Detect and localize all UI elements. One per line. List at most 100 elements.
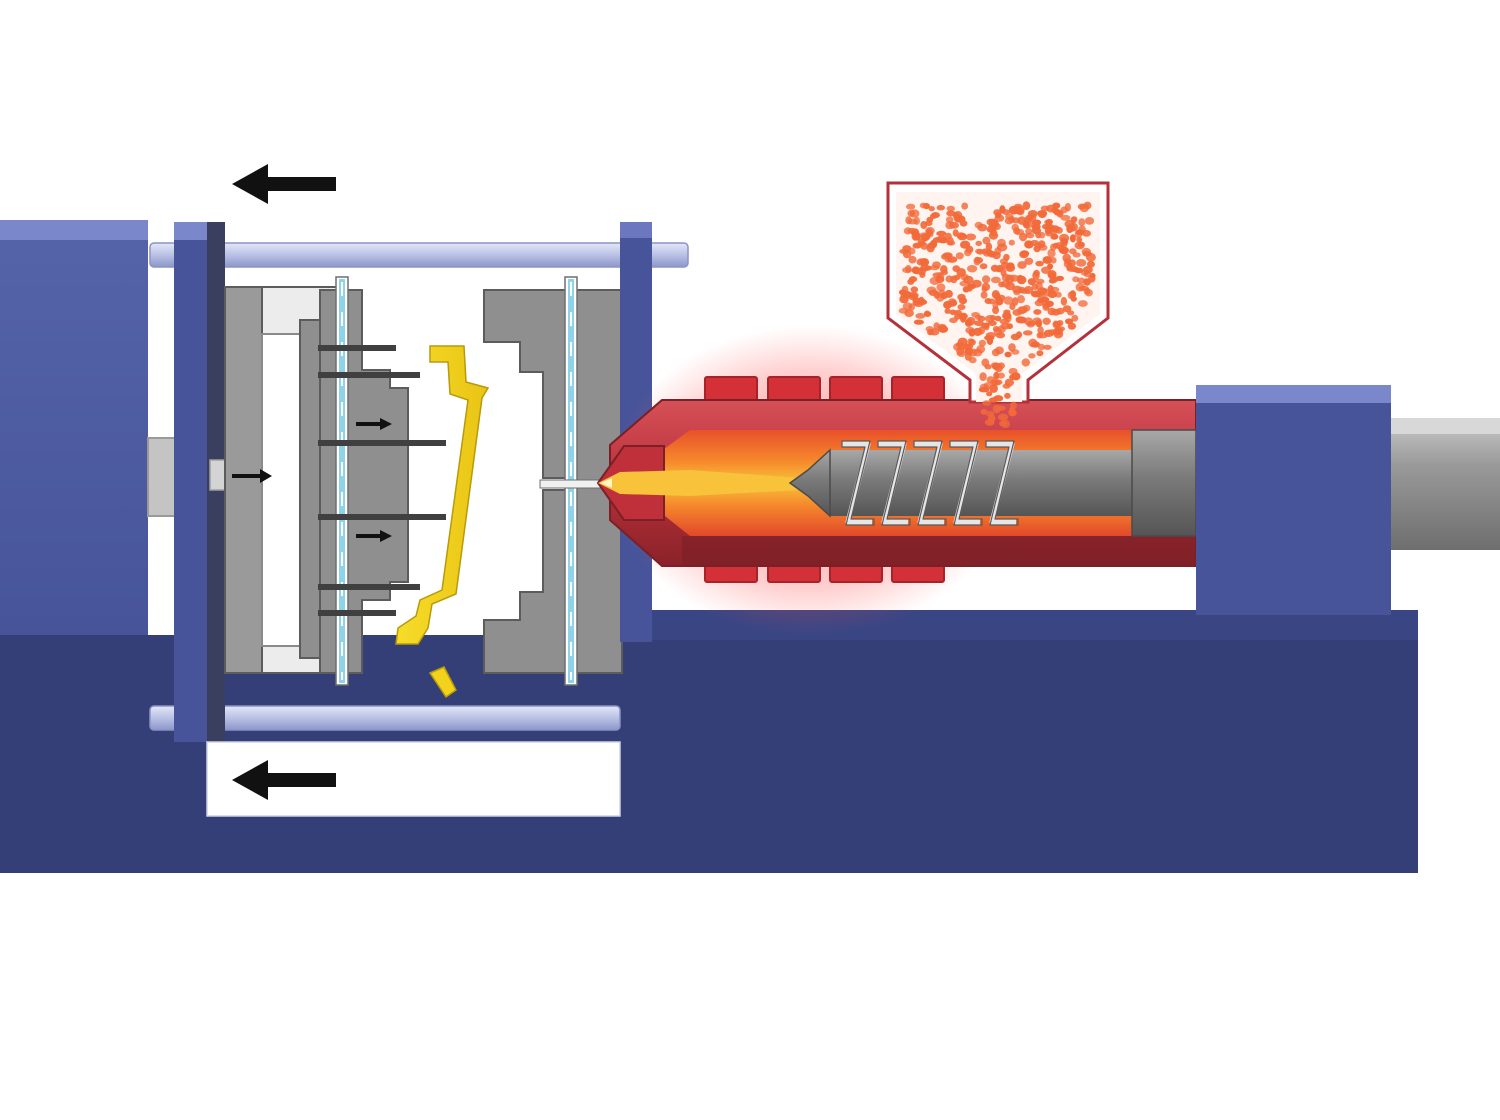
molded-part (395, 345, 490, 699)
pellet (949, 221, 959, 229)
pellet (988, 298, 996, 305)
pellet (1037, 326, 1044, 335)
pellet (977, 223, 988, 232)
pellet (1001, 420, 1010, 428)
pellet (1050, 286, 1060, 293)
screw-flights (842, 441, 1016, 525)
pellet (949, 309, 957, 316)
arrow-right-icon (356, 418, 392, 430)
pellet (945, 275, 954, 283)
pellet (1004, 392, 1011, 399)
arrow-right-icon (232, 469, 272, 483)
pellet (988, 397, 999, 403)
pellet (936, 293, 945, 302)
pellet (908, 291, 919, 299)
pellet (993, 371, 1000, 380)
pellet (919, 202, 927, 209)
pellet (1028, 353, 1036, 359)
pellet (987, 320, 997, 327)
pellet (957, 344, 966, 351)
pellet (954, 313, 962, 320)
pellet (1064, 258, 1072, 265)
pellet (956, 350, 967, 358)
pellet (926, 216, 934, 223)
pellet (1044, 219, 1053, 225)
pellet (920, 242, 929, 250)
pellet (968, 283, 977, 289)
pellet (1067, 322, 1076, 330)
pellet (959, 280, 970, 287)
pellet (989, 229, 998, 236)
pellet (973, 348, 983, 357)
pellet (996, 325, 1006, 334)
pellet (1066, 265, 1077, 272)
pellet (1005, 281, 1015, 291)
pellet (1083, 201, 1092, 210)
pellet (1013, 289, 1021, 296)
pellet (936, 235, 947, 244)
pellet (1022, 201, 1031, 211)
pellet (1085, 252, 1096, 262)
pellet (900, 291, 907, 299)
pellet (1033, 269, 1040, 277)
pellet (1047, 248, 1056, 258)
pellet (1008, 205, 1019, 215)
pellet (1075, 282, 1085, 292)
pellet (1006, 262, 1015, 270)
moving-platen (174, 222, 621, 817)
pellet (957, 337, 968, 346)
pellet (1030, 290, 1042, 298)
pellet (957, 304, 966, 311)
pellet (1055, 275, 1065, 281)
pellet (920, 264, 930, 272)
pellet (985, 332, 997, 338)
pellet (998, 281, 1006, 288)
pellet (1033, 245, 1041, 253)
pellet (990, 276, 1001, 284)
nozzle (596, 445, 800, 521)
pellet (910, 286, 919, 293)
pellet (1021, 358, 1030, 367)
pellet (1008, 367, 1018, 375)
pellet (916, 258, 927, 266)
pellet (913, 267, 923, 275)
pellet (1083, 287, 1091, 295)
cooling-channel-movable (335, 276, 349, 686)
pellet (978, 339, 987, 347)
pellet (1042, 317, 1051, 325)
pellet (1069, 234, 1076, 243)
pellet (1067, 310, 1075, 316)
pellet (1010, 333, 1021, 341)
pellet (1050, 257, 1057, 264)
pellet (979, 263, 988, 270)
pellet (1078, 225, 1086, 234)
pellet (992, 306, 1000, 315)
pellet (952, 212, 960, 220)
pellet (1028, 338, 1038, 348)
pellet (1044, 226, 1053, 235)
pellet (946, 205, 955, 212)
pellet (1023, 330, 1033, 336)
pellet (1017, 295, 1025, 304)
pellet (907, 227, 917, 234)
pellet (1027, 213, 1037, 222)
pellet (1002, 383, 1011, 389)
pellet (1077, 277, 1086, 284)
reciprocating-screw (788, 429, 1197, 537)
pellet (1071, 314, 1079, 322)
pellet (1084, 217, 1095, 225)
pellet (981, 286, 988, 293)
pellet (968, 339, 976, 346)
pellet (1060, 296, 1068, 306)
pellet (982, 275, 991, 284)
pellet (981, 248, 988, 255)
pellet (986, 336, 994, 345)
pellet (944, 232, 952, 240)
pellet (906, 203, 916, 210)
pellet (1072, 252, 1081, 258)
pellet (955, 252, 964, 260)
pellet (902, 245, 912, 252)
pellet (989, 314, 997, 321)
pellet (1053, 321, 1062, 328)
